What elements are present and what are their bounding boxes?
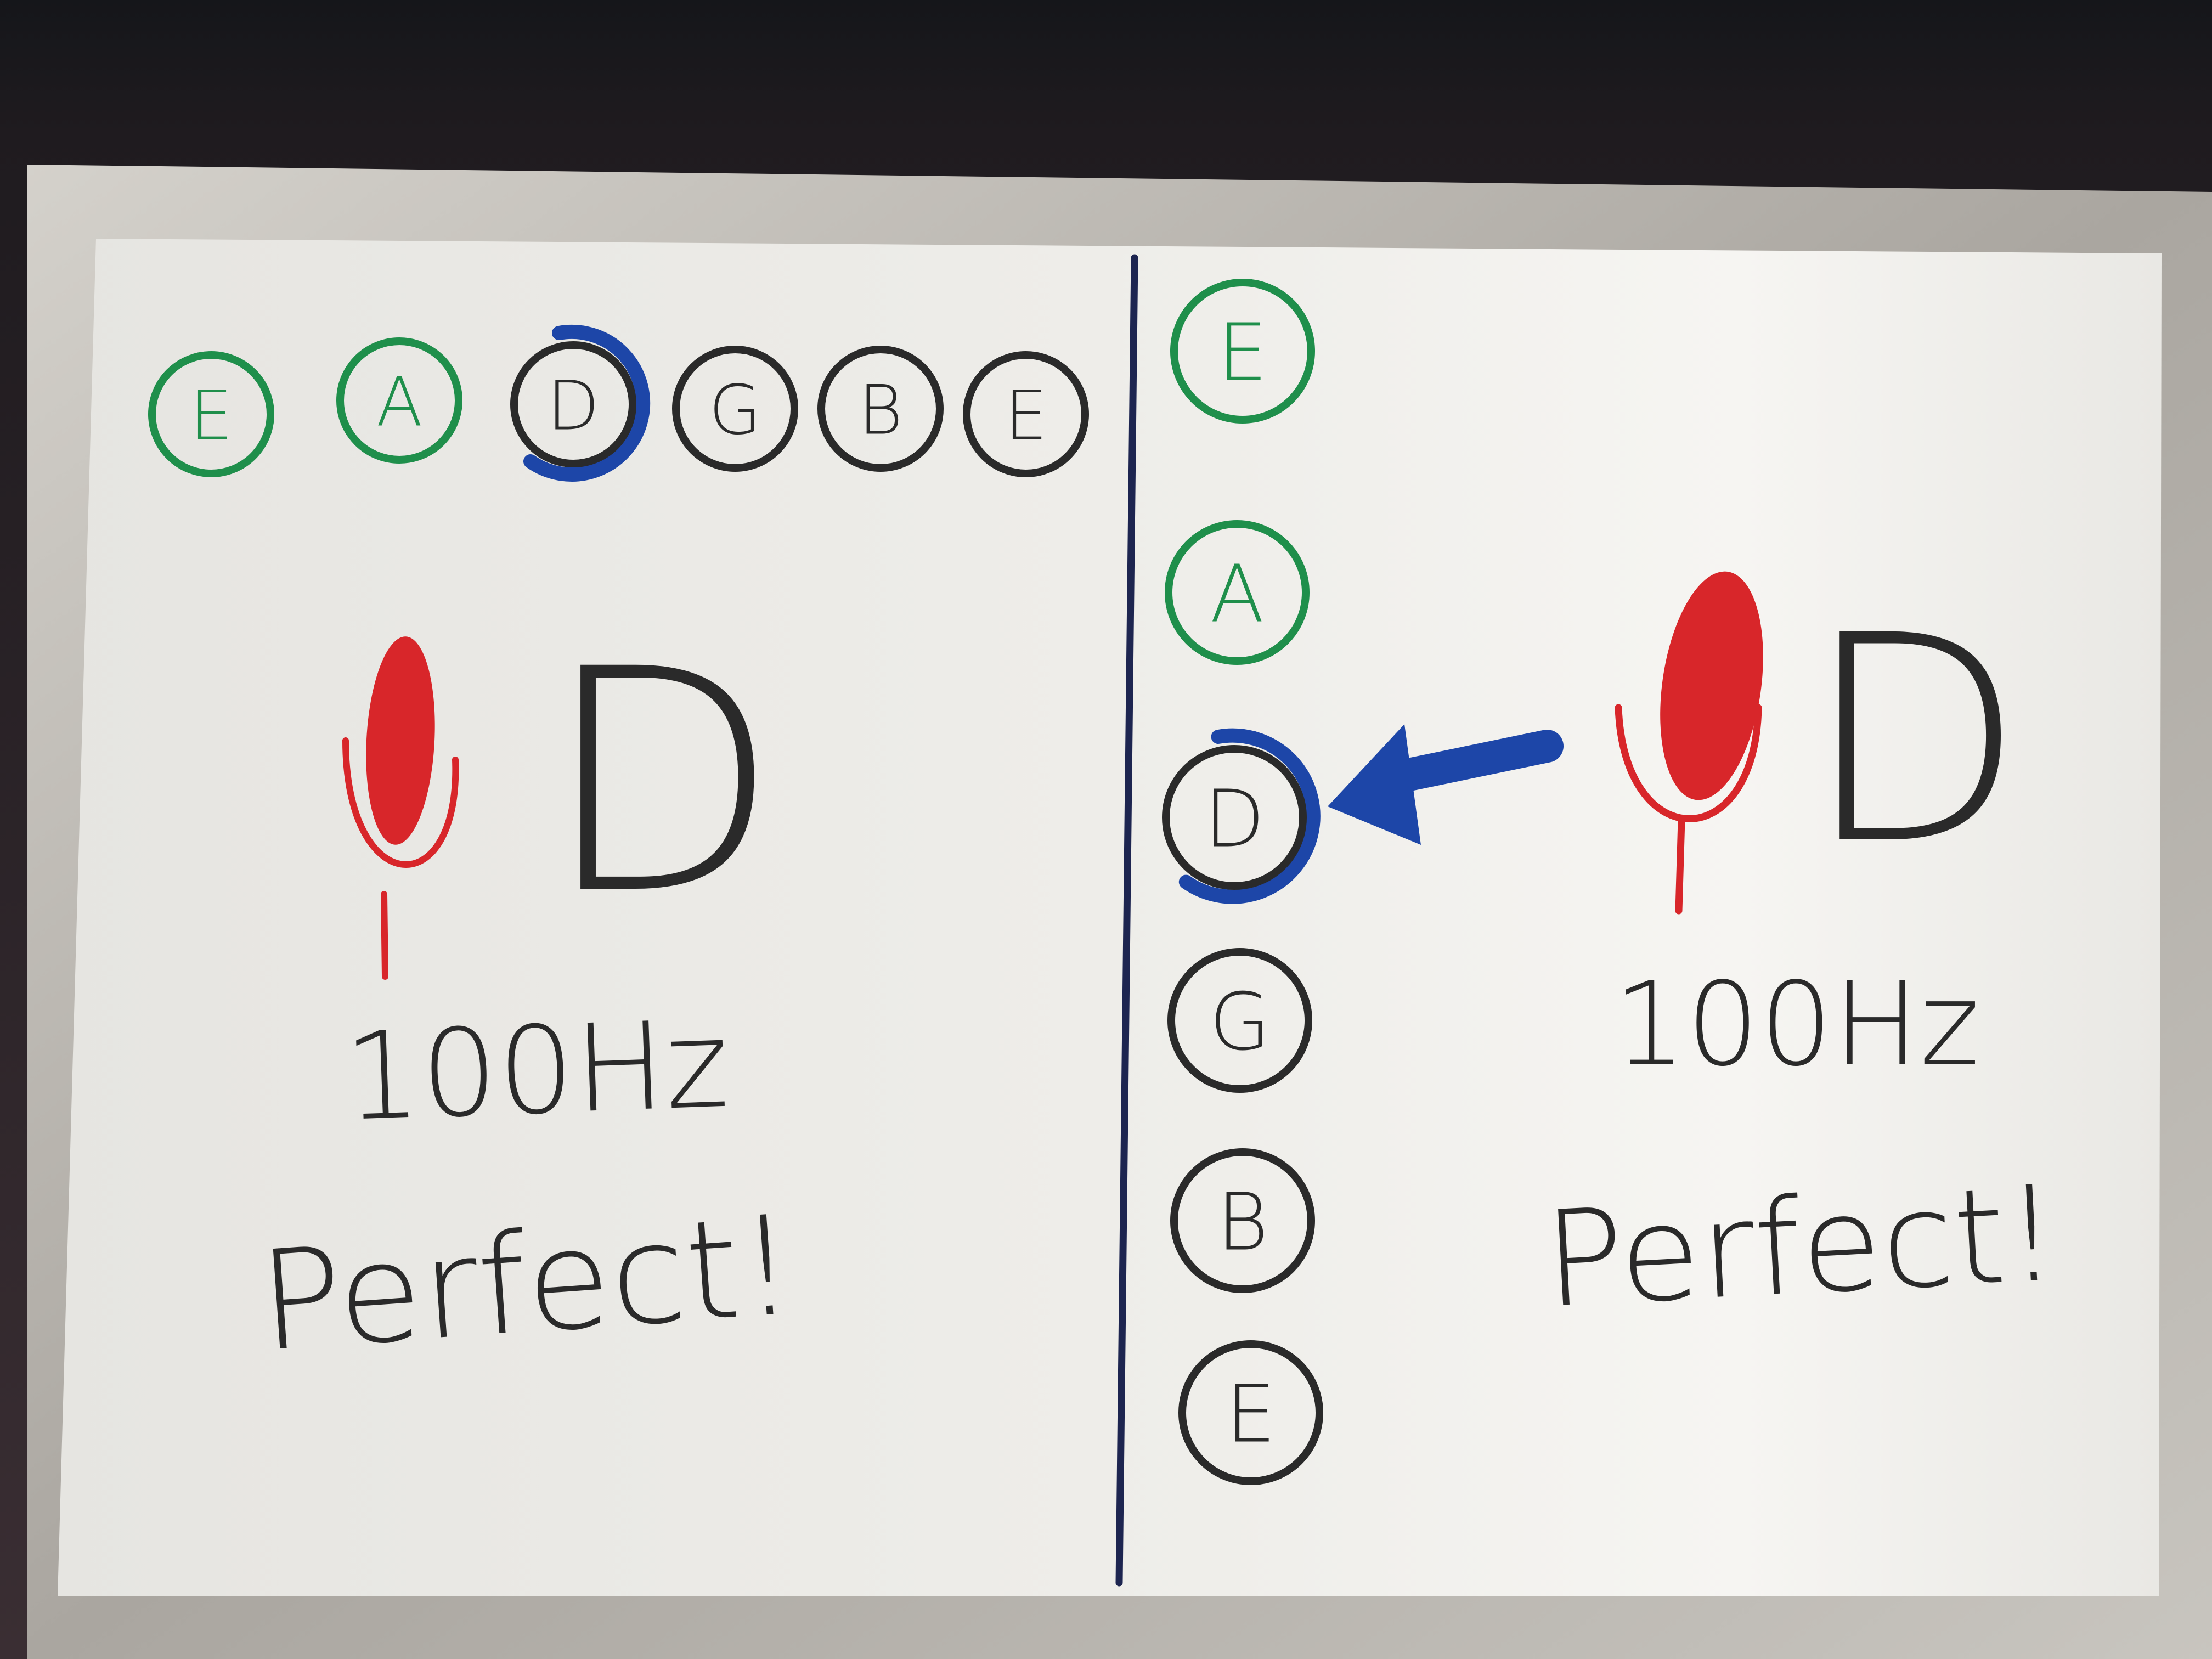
- left-string-2: A: [336, 337, 462, 464]
- left-string-6: E: [963, 351, 1089, 477]
- blue-arrow-icon: [1328, 724, 1564, 845]
- string-note-label: E: [1005, 376, 1047, 455]
- center-divider: [1115, 254, 1138, 1587]
- string-circle: [672, 346, 798, 472]
- right-string-3: D: [1162, 728, 1321, 904]
- left-string-3: D: [510, 324, 651, 482]
- left-string-1: E: [148, 351, 274, 477]
- right-string-4: G: [1167, 948, 1312, 1093]
- right-frequency: 100Hz: [1613, 957, 1980, 1092]
- string-note-label: A: [1210, 548, 1265, 640]
- right-string-2: A: [1165, 520, 1310, 665]
- string-circle: [1162, 745, 1307, 890]
- string-note-label: B: [1217, 1176, 1268, 1268]
- right-target-note: D: [1805, 574, 2024, 907]
- right-verdict: Perfect!: [1541, 1156, 2062, 1337]
- right-string-5: B: [1170, 1148, 1315, 1293]
- string-note-label: E: [190, 376, 233, 455]
- string-circle: [148, 351, 274, 477]
- string-circle: [1170, 1148, 1315, 1293]
- blue-highlight-stroke: [523, 324, 651, 482]
- blue-highlight-stroke: [1178, 728, 1321, 904]
- board-surface: [58, 239, 2162, 1596]
- string-circle: [510, 341, 636, 467]
- left-string-4: G: [672, 346, 798, 472]
- right-string-6: E: [1178, 1340, 1323, 1485]
- string-note-label: A: [376, 363, 423, 442]
- left-target-note: D: [543, 604, 780, 962]
- string-circle: [1167, 948, 1312, 1093]
- string-note-label: G: [1209, 976, 1271, 1068]
- string-circle: [1178, 1340, 1323, 1485]
- string-note-label: B: [858, 371, 902, 450]
- string-circle: [817, 346, 944, 472]
- left-frequency: 100Hz: [342, 994, 731, 1148]
- string-circle: [1170, 279, 1315, 424]
- string-circle: [963, 351, 1089, 477]
- string-note-label: G: [709, 371, 761, 450]
- left-microphone-icon: [342, 636, 459, 980]
- string-note-label: E: [1226, 1368, 1276, 1460]
- string-note-label: E: [1218, 307, 1268, 399]
- string-note-label: D: [547, 366, 599, 445]
- string-note-label: D: [1204, 773, 1265, 865]
- left-string-5: B: [817, 346, 944, 472]
- right-microphone-icon: [1615, 571, 1763, 915]
- string-circle: [336, 337, 462, 464]
- string-circle: [1165, 520, 1310, 665]
- right-string-1: E: [1170, 279, 1315, 424]
- left-verdict: Perfect!: [255, 1185, 800, 1381]
- right-string-column: E A D G B E: [1162, 279, 1323, 1485]
